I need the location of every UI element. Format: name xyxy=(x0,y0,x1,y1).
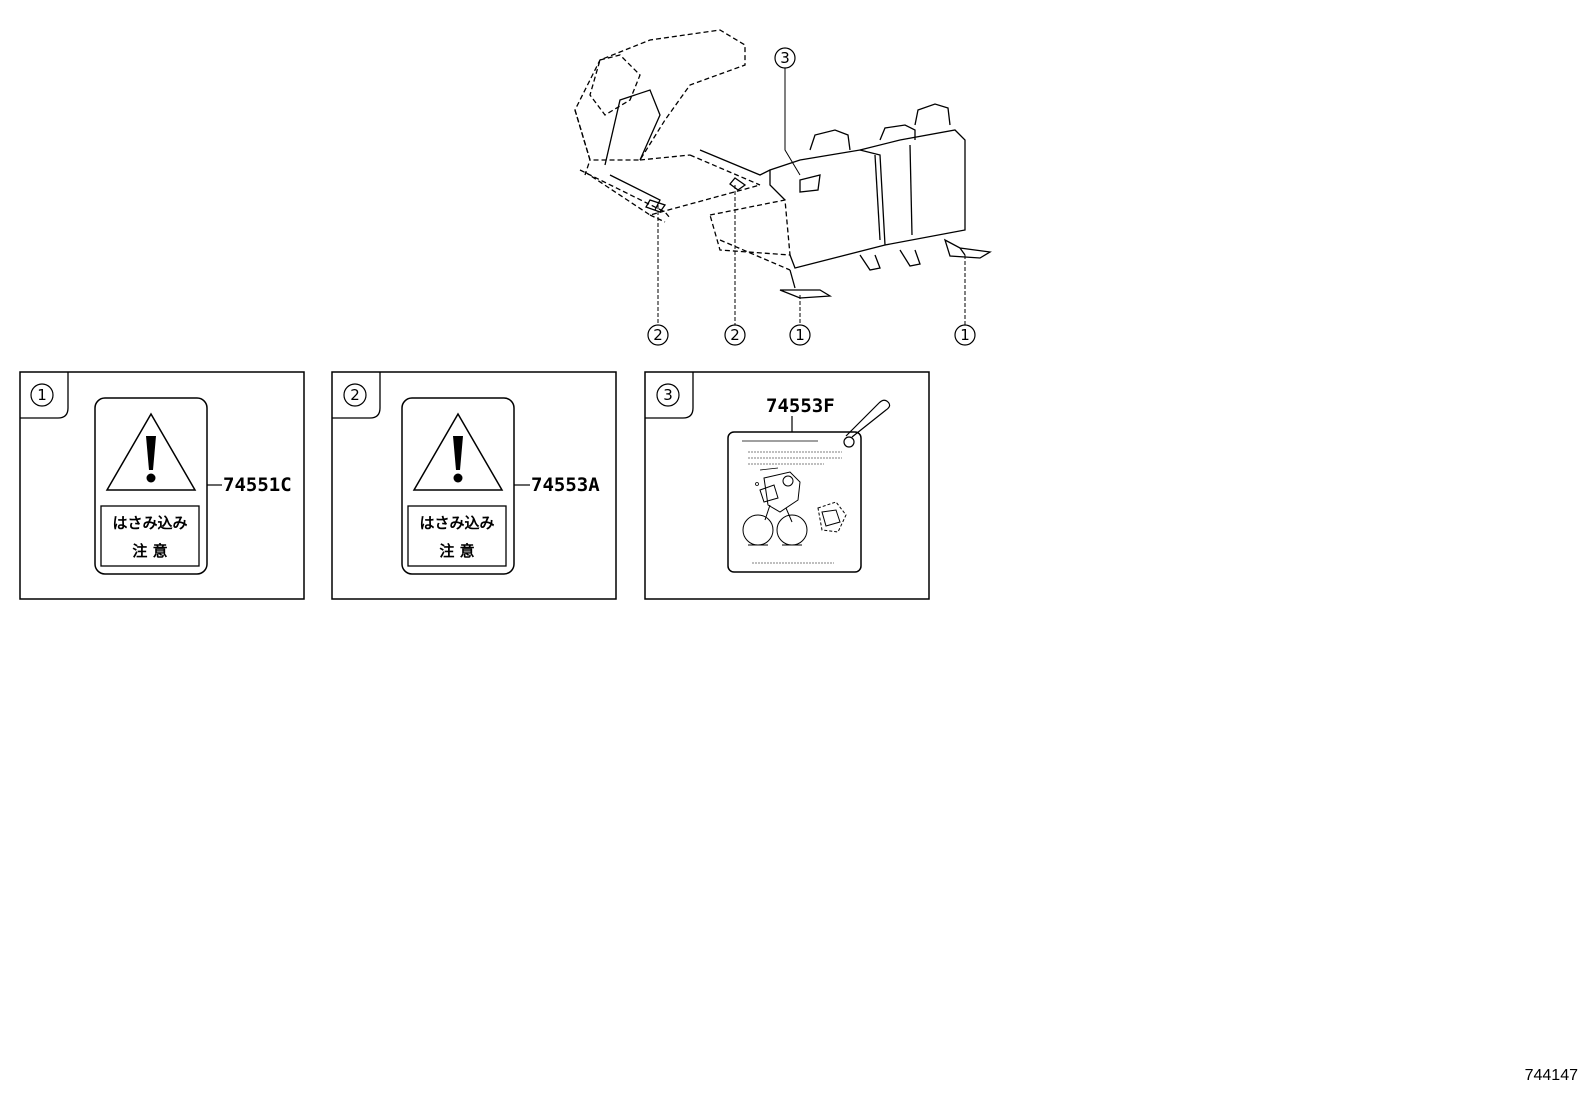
panel-1-index: 1 xyxy=(37,386,47,404)
part-number-74553A: 74553A xyxy=(531,474,600,496)
callout-1-mid: 1 xyxy=(789,324,811,346)
label-text-line2: 注 意 xyxy=(439,542,474,560)
exclamation-icon xyxy=(146,436,156,483)
warning-triangle-icon xyxy=(412,412,504,491)
panel-3: 3 74553F xyxy=(644,371,930,600)
part-number-74551C: 74551C xyxy=(223,474,292,496)
warning-triangle-icon xyxy=(105,412,197,491)
svg-text:1: 1 xyxy=(795,326,805,344)
callout-3-top: 3 xyxy=(774,47,796,69)
panel-2: 2 はさみ込み 注 意 74553A xyxy=(331,371,617,600)
callout-2-mid: 2 xyxy=(724,324,746,346)
label-text-line2: 注 意 xyxy=(132,542,167,560)
svg-text:2: 2 xyxy=(653,326,663,344)
leader-lines xyxy=(657,68,966,325)
panel-2-index: 2 xyxy=(350,386,360,404)
label-text-line1: はさみ込み xyxy=(419,514,494,532)
svg-text:1: 1 xyxy=(960,326,970,344)
svg-text:3: 3 xyxy=(780,49,790,67)
label-text-line1: はさみ込み xyxy=(112,514,187,532)
exclamation-icon xyxy=(453,436,463,483)
reference-code: 744147 xyxy=(1524,1067,1578,1084)
warning-label-74553A xyxy=(401,397,515,575)
panel-1: 1 はさみ込み 注 意 74551C xyxy=(19,371,305,600)
warning-label-74551C xyxy=(94,397,208,575)
seat-illustration xyxy=(574,29,992,299)
instruction-label-74553F xyxy=(727,399,891,573)
callout-1-right: 1 xyxy=(954,324,976,346)
part-number-74553F: 74553F xyxy=(766,395,835,417)
panel-3-index: 3 xyxy=(663,386,673,404)
svg-text:2: 2 xyxy=(730,326,740,344)
callout-2-left: 2 xyxy=(647,324,669,346)
